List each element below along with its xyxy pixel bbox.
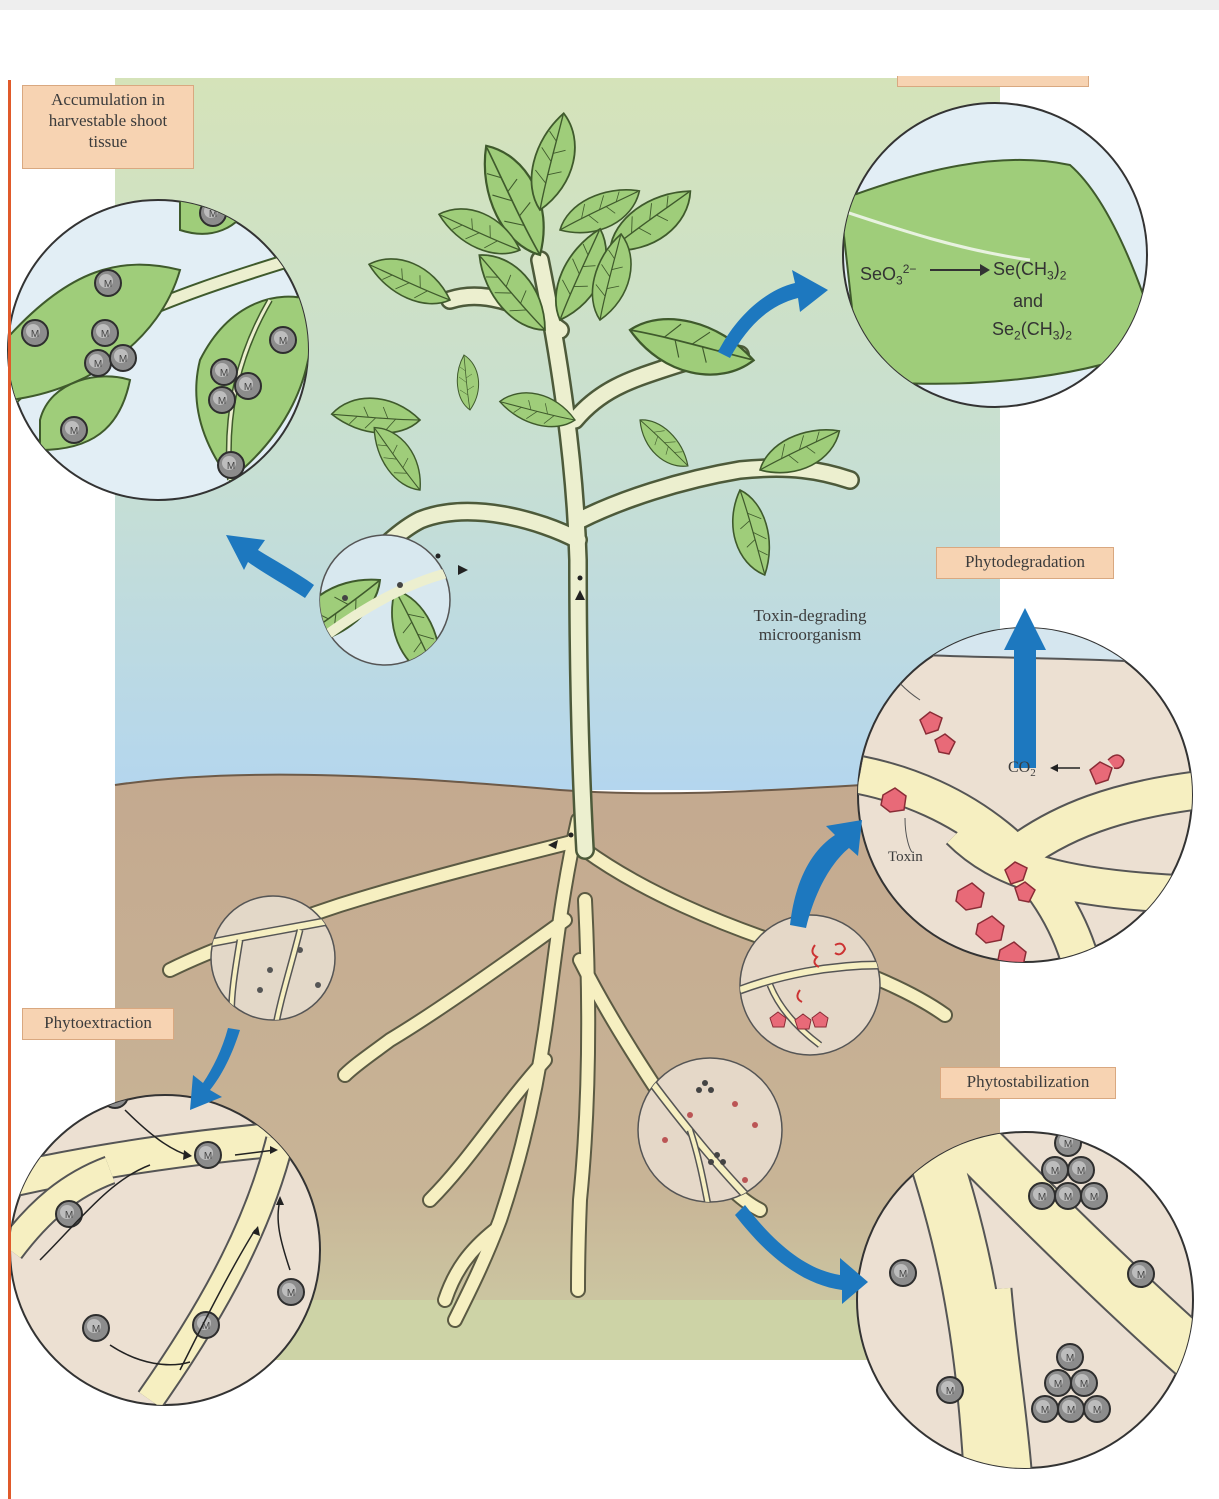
label-co2: CO2 xyxy=(1008,758,1036,783)
reaction-product-1: Se(CH3)2 xyxy=(993,258,1066,287)
reaction-arrowhead xyxy=(980,264,990,276)
reaction-arrow xyxy=(930,269,982,271)
label-top-right-cropped xyxy=(897,76,1089,87)
co2-up-arrow-shaft xyxy=(1014,650,1036,768)
label-phytostabilization: Phytostabilization xyxy=(940,1067,1116,1099)
left-accent-line xyxy=(8,80,11,1499)
magnified-phytovolatilization xyxy=(840,103,1160,407)
label-phytodegradation: Phytodegradation xyxy=(936,547,1114,579)
label-accumulation-line3: tissue xyxy=(29,131,187,152)
label-accumulation-line1: Accumulation in xyxy=(29,89,187,110)
reaction-and: and xyxy=(1013,290,1043,312)
reaction-reactant: SeO32− xyxy=(860,258,916,292)
magnified-phytostabilization xyxy=(857,1130,1200,1470)
label-accumulation-line2: harvestable shoot xyxy=(29,110,187,131)
small-circle-root-right xyxy=(740,915,880,1055)
reaction-product-2: Se2(CH3)2 xyxy=(992,318,1072,347)
label-toxin-degrading-microorganism: Toxin-degrading microorganism xyxy=(720,606,900,644)
label-phytoextraction: Phytoextraction xyxy=(22,1008,174,1040)
label-toxin: Toxin xyxy=(888,848,923,867)
label-accumulation: Accumulation in harvestable shoot tissue xyxy=(22,85,194,169)
